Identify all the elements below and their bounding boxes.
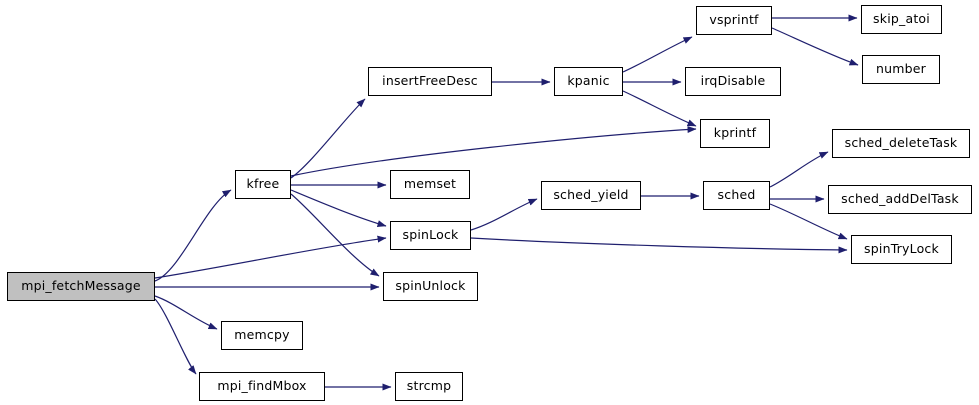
graph-node-vsprintf[interactable]: vsprintf [696,6,772,35]
graph-node-kprintf[interactable]: kprintf [700,119,770,148]
graph-edge [622,36,693,73]
graph-node-spinLock[interactable]: spinLock [390,221,471,250]
graph-node-strcmp[interactable]: strcmp [395,372,463,401]
graph-node-kpanic[interactable]: kpanic [554,67,623,96]
graph-node-memcpy[interactable]: memcpy [221,321,303,350]
graph-node-mpi_findMbox[interactable]: mpi_findMbox [199,372,325,401]
graph-node-spinUnlock[interactable]: spinUnlock [383,272,478,301]
graph-node-mpi_fetchMessage[interactable]: mpi_fetchMessage [7,272,155,301]
graph-edge [622,90,697,127]
graph-edge [154,189,232,282]
graph-edge [470,237,848,254]
graph-edge [470,198,538,231]
graph-node-number[interactable]: number [862,55,940,84]
graph-edge [290,189,387,227]
graph-edge [771,27,859,66]
graph-node-skip_atoi[interactable]: skip_atoi [861,5,942,34]
graph-node-sched[interactable]: sched [703,181,770,210]
graph-node-spinTryLock[interactable]: spinTryLock [851,235,952,264]
graph-node-sched_addDelTask[interactable]: sched_addDelTask [828,185,972,214]
graph-edge [154,295,218,330]
graph-node-irqDisable[interactable]: irqDisable [685,67,781,96]
graph-edge [154,235,387,279]
graph-edge [290,126,697,177]
graph-node-memset[interactable]: memset [390,170,470,199]
graph-node-kfree[interactable]: kfree [235,170,291,199]
graph-node-sched_yield[interactable]: sched_yield [541,181,641,210]
graph-node-sched_deleteTask[interactable]: sched_deleteTask [832,129,970,158]
graph-edge [769,151,829,188]
graph-node-insertFreeDesc[interactable]: insertFreeDesc [368,67,492,96]
graph-edge [290,193,380,277]
graph-edge [154,298,197,375]
graph-edge [290,98,366,179]
